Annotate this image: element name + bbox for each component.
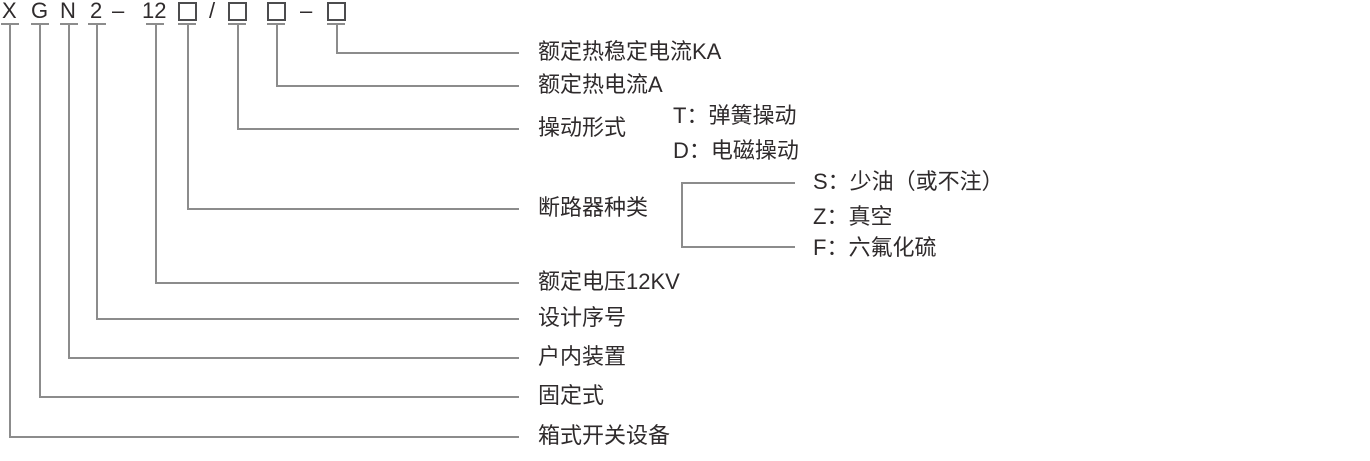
bracket-vline xyxy=(681,182,683,248)
connector-hline xyxy=(68,357,519,359)
connector-hline xyxy=(187,208,519,210)
code-char-2: 2 xyxy=(90,0,103,23)
connector-vline xyxy=(96,23,98,320)
label-rated-thermal-current: 额定热电流A xyxy=(538,72,663,97)
connector-vline xyxy=(39,23,41,398)
code-char-n: N xyxy=(60,0,76,23)
label-operation-mode: 操动形式 xyxy=(538,115,627,140)
label-rated-thermal-stability-current: 额定热稳定电流KA xyxy=(538,39,722,64)
placeholder-box-rated-current xyxy=(267,2,286,21)
label-breaker-type: 断路器种类 xyxy=(538,195,649,220)
connector-hline xyxy=(39,396,519,398)
connector-hline xyxy=(96,318,519,320)
connector-vline xyxy=(237,23,239,130)
legend-spring-operation: T：弹簧操动 xyxy=(673,103,797,128)
connector-hline xyxy=(276,85,519,87)
code-dash-2: – xyxy=(300,0,313,23)
legend-electromagnetic-operation: D：电磁操动 xyxy=(673,138,799,163)
code-char-x: X xyxy=(2,0,17,23)
connector-hline xyxy=(155,282,519,284)
connector-vline xyxy=(68,23,70,359)
connector-vline xyxy=(276,23,278,87)
code-dash-1: – xyxy=(112,0,125,23)
code-slash: / xyxy=(209,0,216,23)
label-rated-voltage: 额定电压12KV xyxy=(538,269,680,294)
bracket-top-arm xyxy=(681,182,795,184)
label-indoor-device: 户内装置 xyxy=(538,344,627,369)
connector-hline xyxy=(9,436,519,438)
placeholder-box-operation-mode xyxy=(228,2,247,21)
legend-vacuum: Z：真空 xyxy=(813,204,893,229)
connector-hline xyxy=(336,52,519,54)
connector-vline xyxy=(336,23,338,54)
placeholder-box-breaker-type xyxy=(178,2,197,21)
code-char-g: G xyxy=(31,0,49,23)
connector-vline xyxy=(155,23,157,284)
connector-vline xyxy=(9,23,11,438)
legend-sf6: F：六氟化硫 xyxy=(813,235,937,260)
label-box-type-switchgear: 箱式开关设备 xyxy=(538,423,671,448)
label-design-serial: 设计序号 xyxy=(538,305,627,330)
connector-vline xyxy=(187,23,189,210)
bracket-bottom-arm xyxy=(681,246,795,248)
placeholder-box-thermal-current xyxy=(327,2,346,21)
connector-hline xyxy=(237,128,519,130)
code-char-12: 12 xyxy=(142,0,167,23)
label-fixed-type: 固定式 xyxy=(538,383,605,408)
legend-less-oil: S：少油（或不注） xyxy=(813,169,1004,194)
